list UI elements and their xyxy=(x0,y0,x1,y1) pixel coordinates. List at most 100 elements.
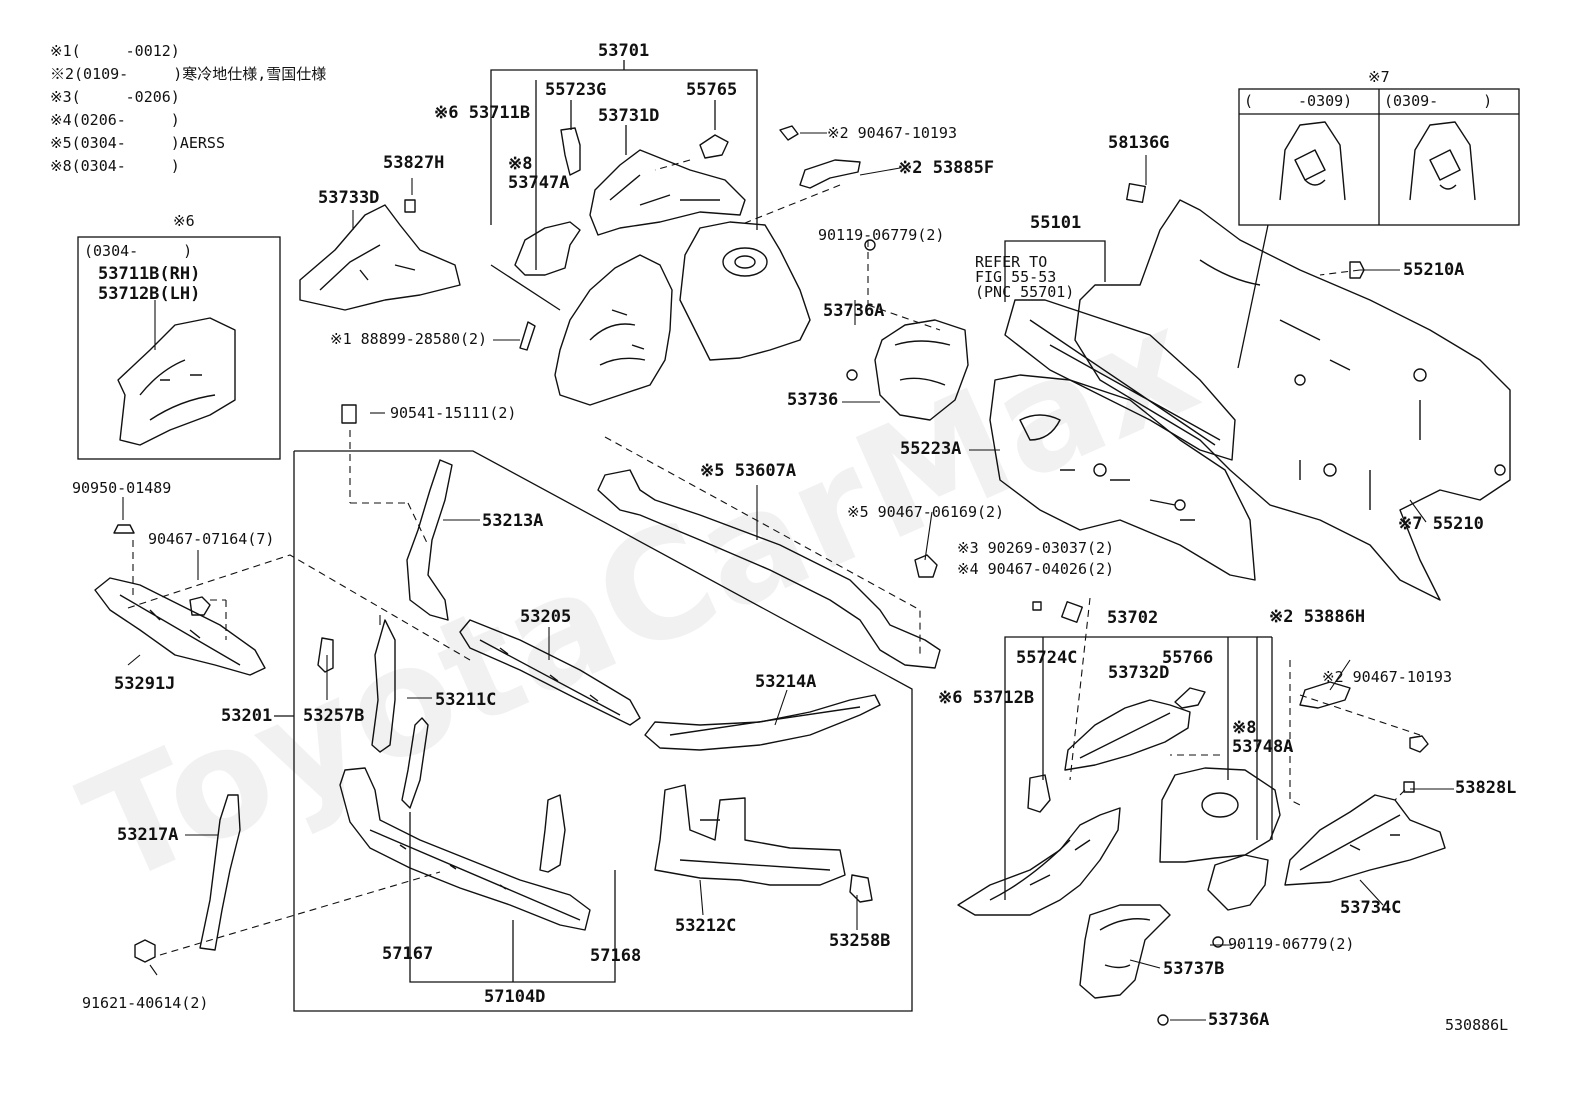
label-53731D[interactable]: 53731D xyxy=(598,106,660,126)
part-55724C xyxy=(1027,774,1051,813)
note-8: ※8(0304- ) xyxy=(50,157,180,175)
note-5: ※5(0304- )AERSS xyxy=(50,134,225,152)
dashed-leaders xyxy=(127,159,1421,956)
label-55223A[interactable]: 55223A xyxy=(900,439,962,459)
label-53212C[interactable]: 53212C xyxy=(675,916,737,936)
inset-6-range: (0304- ) xyxy=(84,242,193,260)
inset-7-sketches xyxy=(1279,121,1476,201)
part-55223A-dash xyxy=(989,374,1256,581)
label-55101[interactable]: 55101 xyxy=(1030,213,1082,233)
note-4: ※4(0206- ) xyxy=(50,111,180,129)
label-57167[interactable]: 57167 xyxy=(382,944,434,964)
part-55766 xyxy=(1174,687,1206,709)
label-90541-15111[interactable]: 90541-15111(2) xyxy=(390,404,517,422)
part-55210A-screw xyxy=(1349,261,1365,279)
label-55724C[interactable]: 55724C xyxy=(1016,648,1078,668)
label-53712B[interactable]: ※6 53712B xyxy=(938,688,1035,708)
part-53732D xyxy=(1064,699,1191,771)
label-90269-03037[interactable]: ※3 90269-03037(2) xyxy=(957,539,1115,557)
label-53736A-top[interactable]: 53736A xyxy=(823,301,885,321)
refer-line-2: FIG 55-53 xyxy=(975,268,1057,286)
part-53885F xyxy=(799,159,861,189)
part-55101-cowl xyxy=(1004,299,1236,461)
label-90950-01489[interactable]: 90950-01489 xyxy=(72,479,172,497)
label-58136G[interactable]: 58136G xyxy=(1108,133,1170,153)
part-55765 xyxy=(699,134,729,159)
label-53736[interactable]: 53736 xyxy=(787,390,839,410)
part-53731D xyxy=(589,149,746,236)
part-90467-04026-clip xyxy=(1061,601,1083,623)
label-53205[interactable]: 53205 xyxy=(520,607,572,627)
label-90467-06169[interactable]: ※5 90467-06169(2) xyxy=(847,503,1005,521)
label-55723G[interactable]: 55723G xyxy=(545,80,607,100)
label-55210A[interactable]: 55210A xyxy=(1403,260,1465,280)
label-88899-28580[interactable]: ※1 88899-28580(2) xyxy=(330,330,488,348)
part-90467-10193-right xyxy=(1409,735,1429,753)
label-90119-06779-top[interactable]: 90119-06779(2) xyxy=(818,226,945,244)
label-53291J[interactable]: 53291J xyxy=(114,674,176,694)
label-90467-07164[interactable]: 90467-07164(7) xyxy=(148,530,275,548)
label-53827H[interactable]: 53827H xyxy=(383,153,445,173)
label-90467-04026[interactable]: ※4 90467-04026(2) xyxy=(957,560,1115,578)
part-53258B xyxy=(849,874,873,903)
label-53211C[interactable]: 53211C xyxy=(435,690,497,710)
inset-6-part-lh[interactable]: 53712B(LH) xyxy=(98,284,201,304)
part-90467-07164-clip xyxy=(189,596,211,616)
label-90119-06779-right[interactable]: 90119-06779(2) xyxy=(1228,935,1355,953)
label-53201[interactable]: 53201 xyxy=(221,706,273,726)
label-53213A[interactable]: 53213A xyxy=(482,511,544,531)
part-55723G xyxy=(560,127,581,176)
part-53711B-53712B xyxy=(117,317,236,446)
part-90269-clip xyxy=(1032,601,1042,611)
label-90467-10193-right[interactable]: ※2 90467-10193 xyxy=(1322,668,1452,686)
label-90467-10193-top[interactable]: ※2 90467-10193 xyxy=(827,124,957,142)
part-90467-10193-top xyxy=(779,125,799,141)
label-53701[interactable]: 53701 xyxy=(598,41,650,61)
part-53212C xyxy=(654,784,846,886)
label-53217A[interactable]: 53217A xyxy=(117,825,179,845)
label-53885F[interactable]: ※2 53885F xyxy=(898,158,995,178)
part-53748A-mount xyxy=(1207,854,1269,911)
part-53737B xyxy=(1079,904,1171,999)
part-53214A xyxy=(644,694,881,751)
label-53736A-bottom[interactable]: 53736A xyxy=(1208,1010,1270,1030)
inset-7-col2: (0309- ) xyxy=(1384,92,1493,110)
part-90119-bolt-right xyxy=(1212,936,1224,948)
label-53734C[interactable]: 53734C xyxy=(1340,898,1402,918)
label-53702[interactable]: 53702 xyxy=(1107,608,1159,628)
label-53214A[interactable]: 53214A xyxy=(755,672,817,692)
label-53607A[interactable]: ※5 53607A xyxy=(700,461,797,481)
part-88899-28580 xyxy=(519,321,536,351)
label-53258B[interactable]: 53258B xyxy=(829,931,891,951)
part-55210-panel xyxy=(1074,199,1511,601)
label-53737B[interactable]: 53737B xyxy=(1163,959,1225,979)
label-55765[interactable]: 55765 xyxy=(686,80,738,100)
label-53733D[interactable]: 53733D xyxy=(318,188,380,208)
part-53733D xyxy=(299,204,461,311)
label-57104D[interactable]: 57104D xyxy=(484,987,546,1007)
part-57168 xyxy=(539,794,566,873)
inset-6-part-rh[interactable]: 53711B(RH) xyxy=(98,264,201,284)
label-91621-40614[interactable]: 91621-40614(2) xyxy=(82,994,209,1012)
inset-7-col1: ( -0309) xyxy=(1244,92,1353,110)
bracket-55101 xyxy=(1004,240,1106,302)
label-53732D[interactable]: 53732D xyxy=(1108,663,1170,683)
note-1: ※1( -0012) xyxy=(50,42,180,60)
part-drawings xyxy=(94,121,1511,1026)
label-53748A[interactable]: ※8 53748A xyxy=(1232,718,1294,757)
label-53747A[interactable]: ※8 53747A xyxy=(508,154,570,193)
bracket-53702 xyxy=(1004,636,1258,900)
label-53711B[interactable]: ※6 53711B xyxy=(434,103,531,123)
label-57168[interactable]: 57168 xyxy=(590,946,642,966)
part-57167 xyxy=(401,717,429,809)
label-55210[interactable]: ※7 55210 xyxy=(1398,514,1484,534)
inset-7-title: ※7 xyxy=(1368,68,1390,86)
part-53827H xyxy=(404,199,416,213)
label-53886H[interactable]: ※2 53886H xyxy=(1269,607,1366,627)
label-53828L[interactable]: 53828L xyxy=(1455,778,1517,798)
part-53712B xyxy=(957,807,1121,916)
label-53257B[interactable]: 53257B xyxy=(303,706,365,726)
label-55766[interactable]: 55766 xyxy=(1162,648,1214,668)
note-2: ※2(0109- )寒冷地仕様,雪国仕様 xyxy=(50,65,327,83)
